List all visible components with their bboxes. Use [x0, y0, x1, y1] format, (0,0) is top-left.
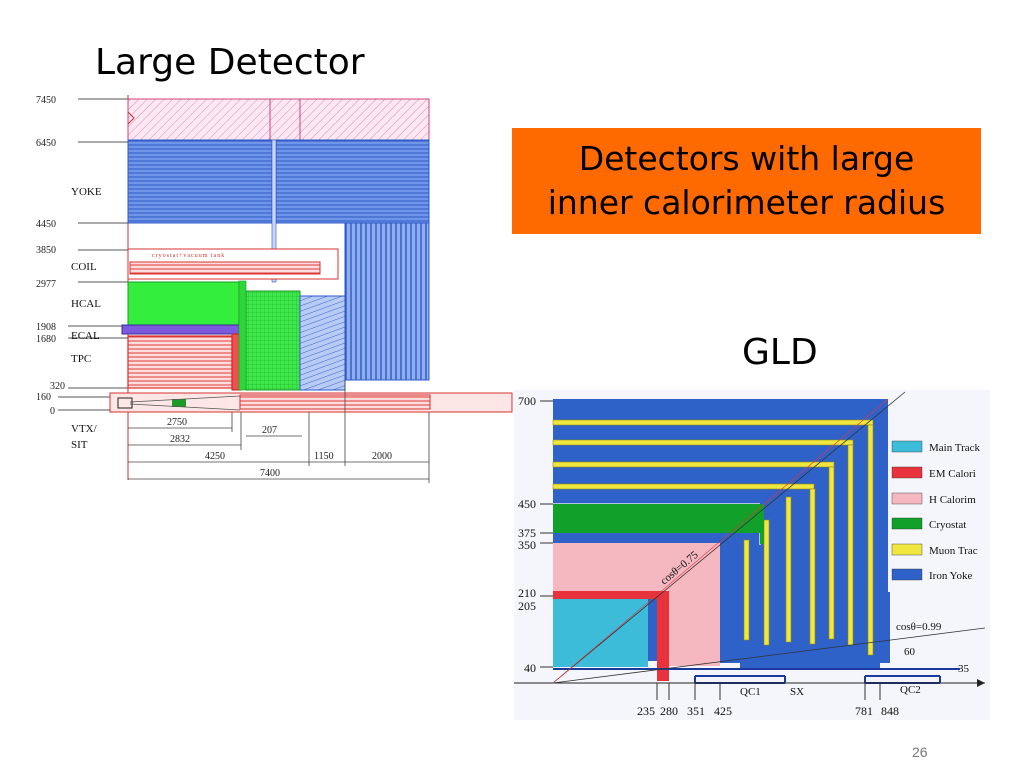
ld-r-3850: 3850: [36, 245, 56, 256]
gld-r-205: 205: [518, 599, 536, 613]
ld-z-1150: 1150: [314, 451, 334, 462]
gld-r-350: 350: [518, 538, 536, 552]
ld-label-tpc: TPC: [71, 353, 91, 365]
gld-r-375: 375: [518, 526, 536, 540]
gld-annot-60: 60: [904, 646, 916, 658]
ld-label-yoke: YOKE: [71, 186, 102, 198]
gld-sx-label: SX: [790, 686, 804, 698]
ld-label-sit: SIT: [71, 439, 88, 451]
ld-cryostat-label: cryostat+vacuum tank: [152, 253, 225, 259]
callout-line-2: inner calorimeter radius: [547, 183, 946, 222]
ld-z-2832: 2832: [170, 434, 190, 445]
gld-z-235: 235: [637, 704, 655, 718]
slide-number: 26: [912, 744, 928, 760]
gld-z-280: 280: [660, 704, 678, 718]
gld-z-781: 781: [855, 704, 873, 718]
ld-hcal-endcap: [245, 290, 301, 391]
legend-swatch-h-calorimeter: [891, 492, 923, 505]
gld-z-848: 848: [881, 704, 899, 718]
ld-r-0: 0: [50, 406, 55, 417]
gld-hcal: [553, 543, 720, 591]
ld-r-2977: 2977: [36, 279, 56, 290]
gld-qc2-label: QC2: [900, 684, 921, 696]
gld-r-450: 450: [518, 497, 536, 511]
gld-legend: Main Track EM Calori H Calorim Cryostat …: [891, 440, 981, 582]
gld-r-210: 210: [518, 586, 536, 600]
legend-swatch-muon-tracker: [891, 543, 923, 556]
ld-label-hcal: HCAL: [71, 298, 101, 310]
legend-label-main-tracker: Main Track: [929, 442, 981, 454]
ld-z-2750: 2750: [167, 417, 187, 428]
ld-radius-axis: [58, 98, 128, 411]
ld-tpc: [127, 335, 233, 389]
ld-r-7450: 7450: [36, 95, 56, 106]
legend-swatch-main-tracker: [891, 440, 923, 453]
gld-cos075-line: [552, 391, 906, 684]
ld-r-4450: 4450: [36, 219, 56, 230]
ld-z-7400: 7400: [260, 468, 280, 479]
ld-label-coil: COIL: [71, 261, 97, 273]
legend-swatch-cryostat: [891, 517, 923, 530]
ld-z-2000: 2000: [372, 451, 392, 462]
gld-r-40: 40: [524, 661, 536, 675]
gld-annot-35: 35: [958, 663, 970, 675]
ld-label-vtx: VTX/: [71, 423, 98, 435]
gld-r-700: 700: [518, 394, 536, 408]
legend-swatch-iron-yoke: [891, 568, 923, 581]
gld-z-351: 351: [687, 704, 705, 718]
ld-z-4250: 4250: [205, 451, 225, 462]
ld-yoke-endcap-top: [275, 139, 430, 224]
legend-label-cryostat: Cryostat: [929, 519, 966, 531]
gld-qc1-label: QC1: [740, 686, 761, 698]
ld-coil: [129, 261, 321, 275]
ld-hcal-barrel: [127, 281, 240, 327]
gld-main-tracker: [553, 599, 648, 667]
gld-cos099-line: [552, 627, 986, 684]
legend-label-h-calorimeter: H Calorim: [929, 494, 976, 506]
legend-label-iron-yoke: Iron Yoke: [929, 570, 973, 582]
ld-z-207: 207: [262, 425, 277, 436]
large-detector-title: Large Detector: [95, 42, 365, 83]
legend-label-em-calorimeter: EM Calori: [929, 468, 976, 480]
ld-r-6450: 6450: [36, 138, 56, 149]
callout-box: Detectors with large inner calorimeter r…: [512, 128, 981, 234]
ld-r-1908: 1908: [36, 322, 56, 333]
ld-yoke-thin: [271, 139, 277, 283]
ld-yoke-barrel: [127, 139, 273, 224]
ld-r-320: 320: [50, 381, 65, 392]
ld-r-1680: 1680: [36, 334, 56, 345]
ld-outer-shield: [127, 98, 430, 141]
gld-cryostat: [553, 504, 760, 533]
legend-swatch-em-calorimeter: [891, 466, 923, 479]
gld-ecal: [553, 591, 669, 599]
gld-title: GLD: [742, 332, 818, 373]
ld-label-ecal: ECAL: [71, 330, 100, 342]
ld-blue-endcap: [299, 295, 346, 391]
ld-r-160: 160: [36, 392, 51, 403]
legend-label-muon-tracker: Muon Trac: [929, 545, 978, 557]
callout-line-1: Detectors with large: [578, 139, 915, 178]
gld-cos099-label: cosθ=0.99: [896, 621, 942, 633]
gld-z-425: 425: [714, 704, 732, 718]
